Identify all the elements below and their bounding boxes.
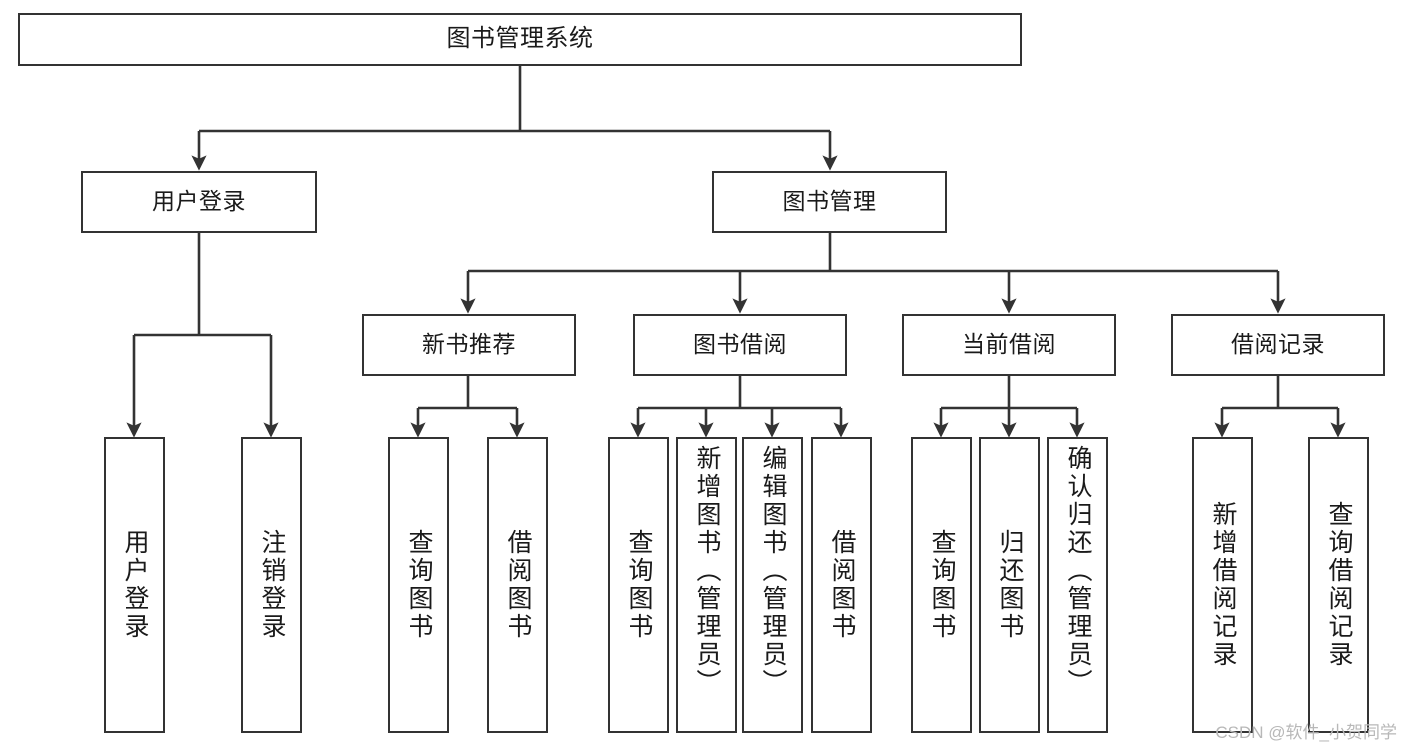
- leaf-br-query-record[interactable]: 查询借阅记录: [1308, 437, 1369, 733]
- leaf-nb-borrow-book[interactable]: 借阅图书: [487, 437, 548, 733]
- node-label: 用户登录: [121, 529, 149, 641]
- node-label: 当前借阅: [962, 331, 1056, 358]
- node-label: 借阅图书: [828, 529, 856, 641]
- node-label: 借阅图书: [504, 529, 532, 641]
- leaf-logout[interactable]: 注销登录: [241, 437, 302, 733]
- node-user-login[interactable]: 用户登录: [81, 171, 317, 233]
- node-current-borrow[interactable]: 当前借阅: [902, 314, 1116, 376]
- node-label: 查询图书: [405, 529, 433, 641]
- node-label: 新书推荐: [422, 331, 516, 358]
- leaf-bb-query-book[interactable]: 查询图书: [608, 437, 669, 733]
- leaf-cb-return-book[interactable]: 归还图书: [979, 437, 1040, 733]
- leaf-bb-edit-book-admin[interactable]: 编辑图书（管理员）: [742, 437, 803, 733]
- node-label: 查询图书: [928, 529, 956, 641]
- node-label: 借阅记录: [1231, 331, 1325, 358]
- node-label: 图书管理: [782, 188, 877, 215]
- leaf-cb-query-book[interactable]: 查询图书: [911, 437, 972, 733]
- node-label: 编辑图书（管理员）: [759, 445, 787, 697]
- leaf-bb-borrow-book[interactable]: 借阅图书: [811, 437, 872, 733]
- node-label: 新增借阅记录: [1209, 501, 1237, 669]
- leaf-bb-add-book-admin[interactable]: 新增图书（管理员）: [676, 437, 737, 733]
- leaf-user-login[interactable]: 用户登录: [104, 437, 165, 733]
- node-label: 注销登录: [258, 529, 286, 641]
- leaf-br-add-record[interactable]: 新增借阅记录: [1192, 437, 1253, 733]
- node-new-book-recommend[interactable]: 新书推荐: [362, 314, 576, 376]
- node-label: 归还图书: [996, 529, 1024, 641]
- watermark-text: CSDN @软件_小贺同学: [1215, 723, 1397, 742]
- node-label: 图书借阅: [693, 331, 787, 358]
- node-label: 确认归还（管理员）: [1064, 445, 1092, 697]
- node-book-management[interactable]: 图书管理: [712, 171, 947, 233]
- node-borrow-records[interactable]: 借阅记录: [1171, 314, 1385, 376]
- node-label: 新增图书（管理员）: [693, 445, 721, 697]
- node-label: 用户登录: [152, 188, 246, 215]
- node-label: 图书管理系统: [446, 25, 594, 53]
- node-root-system[interactable]: 图书管理系统: [18, 13, 1022, 66]
- node-book-borrow[interactable]: 图书借阅: [633, 314, 847, 376]
- node-label: 查询图书: [625, 529, 653, 641]
- leaf-cb-confirm-return-admin[interactable]: 确认归还（管理员）: [1047, 437, 1108, 733]
- node-label: 查询借阅记录: [1325, 501, 1353, 669]
- leaf-nb-query-book[interactable]: 查询图书: [388, 437, 449, 733]
